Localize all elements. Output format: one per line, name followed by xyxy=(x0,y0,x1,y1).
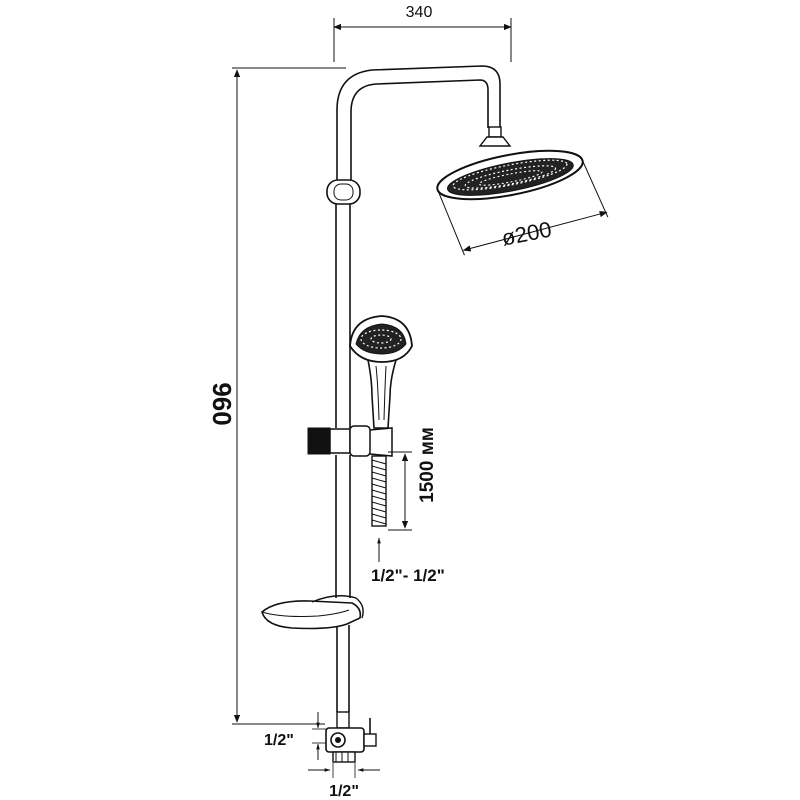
rain-shower-head: ø200 xyxy=(436,126,609,256)
side-inlet-dimension: 1/2" xyxy=(264,712,326,760)
height-label: 960 xyxy=(207,382,237,425)
side-inlet-label: 1/2" xyxy=(264,732,294,749)
hose-thread-label: 1/2"- 1/2" xyxy=(371,566,445,585)
width-dimension: 340 xyxy=(333,4,512,62)
hose-length-label: 1500 мм xyxy=(417,427,438,503)
hand-shower xyxy=(349,315,413,429)
bottom-inlet-dimension: 1/2" xyxy=(308,763,380,800)
soap-dish xyxy=(261,595,364,630)
head-diameter-label: ø200 xyxy=(500,217,554,251)
height-adjust-ring xyxy=(326,179,361,205)
bottom-inlet-label: 1/2" xyxy=(329,783,359,800)
shower-hose: 1500 мм 1/2"- 1/2" xyxy=(371,427,445,585)
diverter-valve xyxy=(325,711,377,763)
width-label: 340 xyxy=(406,4,433,21)
riser-pipe xyxy=(335,65,501,712)
slider-holder xyxy=(307,425,393,457)
height-dimension: 960 xyxy=(207,67,346,725)
